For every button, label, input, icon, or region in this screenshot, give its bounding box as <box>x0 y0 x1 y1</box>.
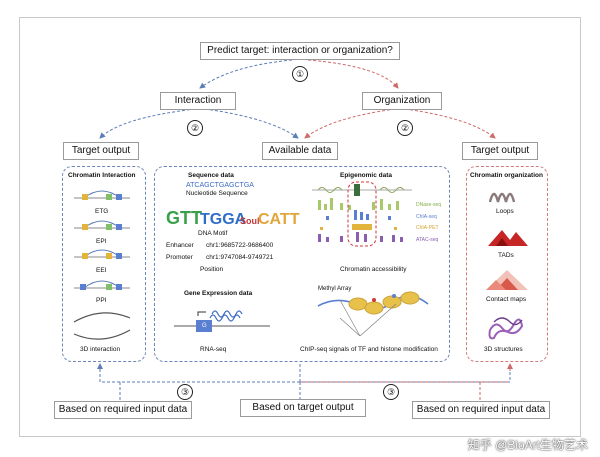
chromatin-organization-panel <box>466 166 548 362</box>
dna-sequence: ATCAGCTGAGCTGA <box>186 182 254 189</box>
nucleotide-sequence-label: Nucleotide Sequence <box>186 190 248 197</box>
rna-seq-label: RNA-seq <box>200 346 227 353</box>
methyl-array-label: Methyl Array <box>318 286 352 292</box>
target-output-left-label: Target output <box>71 145 131 156</box>
arrow-to-organization <box>307 59 399 89</box>
step-two-left-marker: ② <box>187 120 203 136</box>
svg-text:Soul: Soul <box>240 216 260 226</box>
target-output-left-box: Target output <box>63 142 139 160</box>
step-two-right-marker: ② <box>397 120 413 136</box>
track-label: DNase-seq <box>416 202 442 208</box>
step-three-left-marker: ③ <box>177 384 193 400</box>
based-on-target-label: Based on target output <box>252 402 354 413</box>
arrow-organization-target <box>404 108 496 139</box>
sequence-data-title: Sequence data <box>188 172 234 179</box>
interaction-item: EPI <box>96 238 107 245</box>
track-label: ChIA-seq <box>416 214 437 220</box>
enhancer-coordinates: chr1:9685722-9686400 <box>206 242 274 249</box>
gene-expression-title: Gene Expression data <box>184 290 253 297</box>
arrow-to-interaction <box>199 59 293 89</box>
dna-motif-label: DNA Motif <box>198 230 228 237</box>
track-label: ChIA-PET <box>416 225 439 231</box>
chromatin-organization-title: Chromatin organization <box>470 172 543 179</box>
step-three-right-marker: ③ <box>383 384 399 400</box>
svg-text:TGGA: TGGA <box>200 211 247 228</box>
predict-target-box: Predict target: interaction or organizat… <box>200 42 400 60</box>
available-data-box: Available data <box>262 142 338 160</box>
epigenomic-data-title: Epigenomic data <box>340 172 393 179</box>
position-label: Position <box>200 266 224 273</box>
based-on-input-right-box: Based on required input data <box>412 401 550 419</box>
organization-item: 3D structures <box>484 346 523 353</box>
arrow-organization-available <box>304 108 396 139</box>
diagram-frame <box>19 17 581 437</box>
organization-label: Organization <box>373 95 431 106</box>
available-data-label: Available data <box>268 145 332 156</box>
chromatin-interaction-title: Chromatin Interaction <box>68 172 136 179</box>
interaction-item: ETG <box>95 208 109 215</box>
promoter-coordinates: chr1:9747084-9749721 <box>206 254 274 261</box>
promoter-label: Promoter <box>166 254 193 261</box>
based-on-target-box: Based on target output <box>240 399 366 417</box>
organization-item: TADs <box>498 252 514 259</box>
interaction-box: Interaction <box>160 92 236 110</box>
watermark: 知乎 @BioArt生物艺术 <box>467 438 588 452</box>
based-on-input-right-label: Based on required input data <box>416 404 546 415</box>
interaction-item: EEI <box>96 267 107 274</box>
arrow-interaction-target <box>99 108 196 139</box>
chip-seq-label: ChIP-seq signals of TF and histone modif… <box>300 346 438 353</box>
gene-label: G <box>202 323 207 329</box>
organization-item: Contact maps <box>486 296 527 303</box>
organization-item: Loops <box>496 208 514 215</box>
svg-text:GTT: GTT <box>166 208 202 228</box>
based-on-input-left-box: Based on required input data <box>54 401 192 419</box>
chromatin-accessibility-label: Chromatin accessibility <box>340 266 407 273</box>
arrow-interaction-available <box>204 108 299 139</box>
chromatin-interaction-panel <box>62 166 146 362</box>
predict-target-label: Predict target: interaction or organizat… <box>207 45 393 56</box>
interaction-item: PPI <box>96 297 107 304</box>
enhancer-label: Enhancer <box>166 242 194 249</box>
based-on-input-left-label: Based on required input data <box>58 404 188 415</box>
svg-text:CATT: CATT <box>258 211 300 228</box>
organization-box: Organization <box>362 92 442 110</box>
step-one-marker: ① <box>292 66 308 82</box>
target-output-right-box: Target output <box>462 142 538 160</box>
interaction-label: Interaction <box>174 95 222 106</box>
target-output-right-label: Target output <box>470 145 530 156</box>
track-label: ATAC-seq <box>416 237 439 243</box>
3d-interaction-label: 3D interaction <box>80 346 121 353</box>
